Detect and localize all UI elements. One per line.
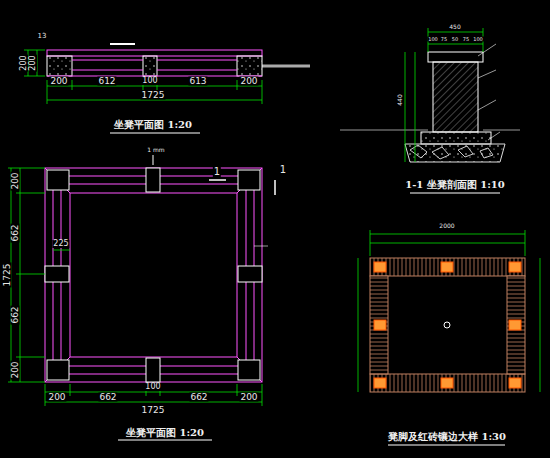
dimension-label: 662 [11, 223, 20, 242]
dimension-label: 662 [11, 305, 20, 324]
dimension-label: 75 [462, 37, 470, 42]
dimension-label: 1 [279, 165, 287, 175]
dimension-label: 662 [189, 393, 208, 402]
bench-elevation [24, 44, 310, 133]
dimension-label: 200 [239, 77, 258, 86]
dimension-label: 1725 [2, 263, 11, 288]
dimension-label: 200 [11, 360, 20, 379]
drawing-title: 坐凳平面图 1:20 [114, 120, 192, 130]
dimension-label: 613 [188, 77, 207, 86]
dimension-label: 100 [144, 383, 161, 391]
drawing-title: 1-1 坐凳剖面图 1:10 [405, 180, 505, 190]
dimension-label: 440 [397, 93, 403, 106]
dimension-label: 100 [427, 37, 439, 42]
dimension-label: 225 [52, 240, 69, 248]
dimension-label: 200 [239, 393, 258, 402]
bench-plan [8, 155, 275, 440]
dimension-label: 1725 [141, 91, 166, 100]
dimension-label: 100 [472, 37, 484, 42]
dimension-label: 200 [49, 77, 68, 86]
dimension-label: 1725 [141, 406, 166, 415]
drawing-title: 坐凳平面图 1:20 [126, 428, 204, 438]
dimension-label: 1 mm [146, 147, 165, 153]
bench-section [340, 28, 520, 193]
dimension-label: 75 [440, 37, 448, 42]
dimension-label: 200 [20, 54, 28, 71]
dimension-label: 450 [448, 24, 461, 30]
dimension-label: 2000 [438, 223, 455, 229]
brick-edge-detail [358, 230, 540, 445]
dimension-label: 200 [47, 393, 66, 402]
dimension-label: 200 [11, 171, 20, 190]
dimension-label: 1 [213, 167, 221, 177]
dimension-label: 100 [141, 77, 158, 85]
dimension-label: 612 [97, 77, 116, 86]
dimension-label: 200 [29, 54, 37, 71]
dimension-label: 662 [98, 393, 117, 402]
dimension-label: 13 [37, 33, 48, 40]
drawing-title: 凳脚及红砖镶边大样 1:30 [388, 432, 506, 442]
dimension-label: 50 [451, 37, 459, 42]
